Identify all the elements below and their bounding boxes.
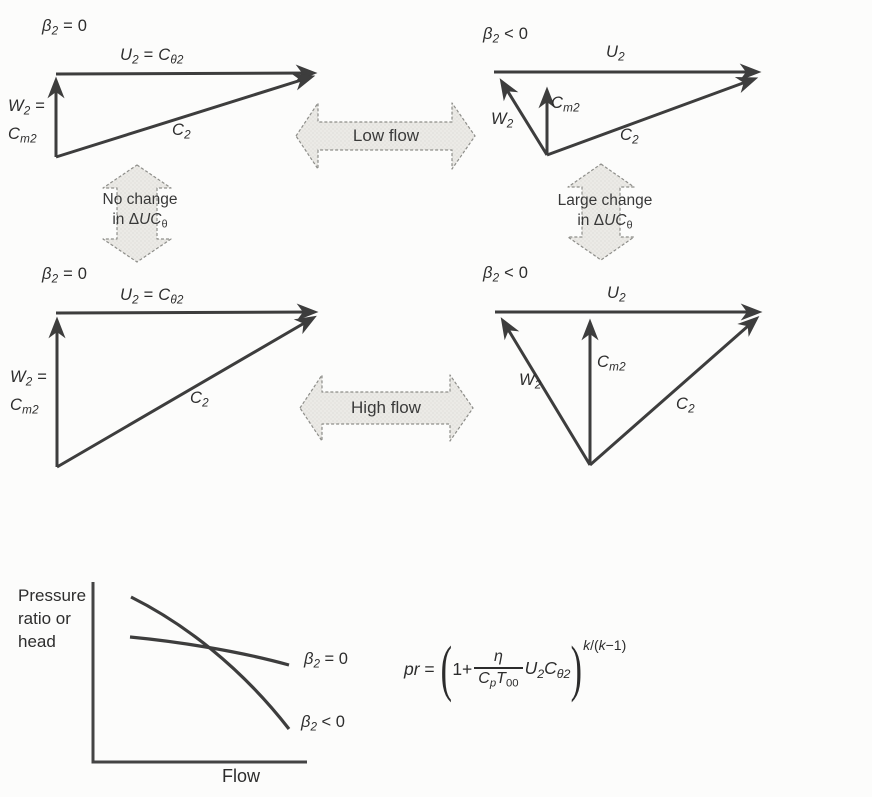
triangle-low-beta0: [47, 64, 318, 159]
no-change-double-arrow: [102, 164, 172, 263]
equation-open-paren: (: [440, 635, 452, 703]
c2-arrow: [56, 315, 317, 469]
equation-close-paren: ): [571, 635, 583, 703]
c2-arrow: [546, 76, 759, 157]
label-c2-low0: C2: [172, 121, 191, 142]
equation-u2ctheta2: U2Cθ2: [524, 657, 571, 681]
triangle-low-betaneg: [494, 63, 762, 157]
curve-betaneg: [130, 595, 291, 730]
label-cm2-lowneg: Cm2: [551, 94, 580, 115]
low-flow-label: Low flow: [352, 126, 420, 145]
label-u2-high0: U2 = Cθ2: [120, 286, 184, 307]
high-flow-label: High flow: [351, 398, 421, 417]
label-cm2-highneg: Cm2: [597, 353, 626, 374]
label-w2-highneg: W2: [519, 371, 542, 392]
equation-one-plus: 1+: [452, 658, 473, 679]
label-beta-lowneg: β2 < 0: [483, 25, 529, 46]
curve-label-beta0: β2 = 0: [304, 650, 348, 671]
label-c2-lowneg: C2: [620, 126, 639, 147]
triangle-high-betaneg: [495, 303, 763, 467]
label-u2-low0: U2 = Cθ2: [120, 46, 184, 67]
no-change-label: No change in ΔUCθ: [102, 191, 178, 231]
c2-arrow: [55, 74, 316, 159]
chart-x-axis-label: Flow: [222, 766, 261, 786]
equation-fraction: η CpT00: [474, 648, 523, 690]
label-c2-high0: C2: [190, 389, 209, 410]
large-change-label: Large change in ΔUCθ: [557, 192, 653, 232]
equation-exponent: k/(k−1): [583, 637, 627, 653]
chart-axes: [91, 582, 307, 764]
w2-arrow: [500, 317, 592, 466]
pressure-ratio-equation: pr = ( 1+ η CpT00 U2Cθ2 ) k/(k−1): [404, 633, 626, 705]
equation-lhs: pr =: [404, 658, 435, 679]
label-u2-lowneg: U2: [606, 43, 625, 64]
curve-label-betaneg: β2 < 0: [301, 713, 345, 734]
label-beta-low0: β2 = 0: [42, 17, 88, 38]
label-beta-high0: β2 = 0: [42, 265, 88, 286]
label-w2-high0: W2 = Cm2: [10, 368, 48, 417]
curve-beta0: [129, 635, 290, 667]
label-u2-highneg: U2: [607, 284, 626, 305]
label-beta-highneg: β2 < 0: [483, 264, 529, 285]
label-w2-low0: W2 = Cm2: [8, 97, 46, 146]
large-change-double-arrow: [567, 163, 635, 261]
label-c2-highneg: C2: [676, 395, 695, 416]
w2-arrow: [499, 78, 549, 156]
u2-ctheta2-arrow: [55, 64, 318, 82]
label-w2-lowneg: W2: [491, 110, 514, 131]
c2-arrow: [589, 316, 760, 467]
high-flow-double-arrow: [299, 374, 474, 442]
chart-y-axis-label: Pressure ratio or head: [18, 586, 87, 651]
u2-ctheta2-arrow: [55, 303, 319, 321]
equation-fraction-denominator: CpT00: [474, 667, 523, 690]
low-flow-double-arrow: [295, 102, 476, 170]
equation-fraction-numerator: η: [493, 648, 503, 666]
triangle-high-beta0: [48, 303, 319, 469]
